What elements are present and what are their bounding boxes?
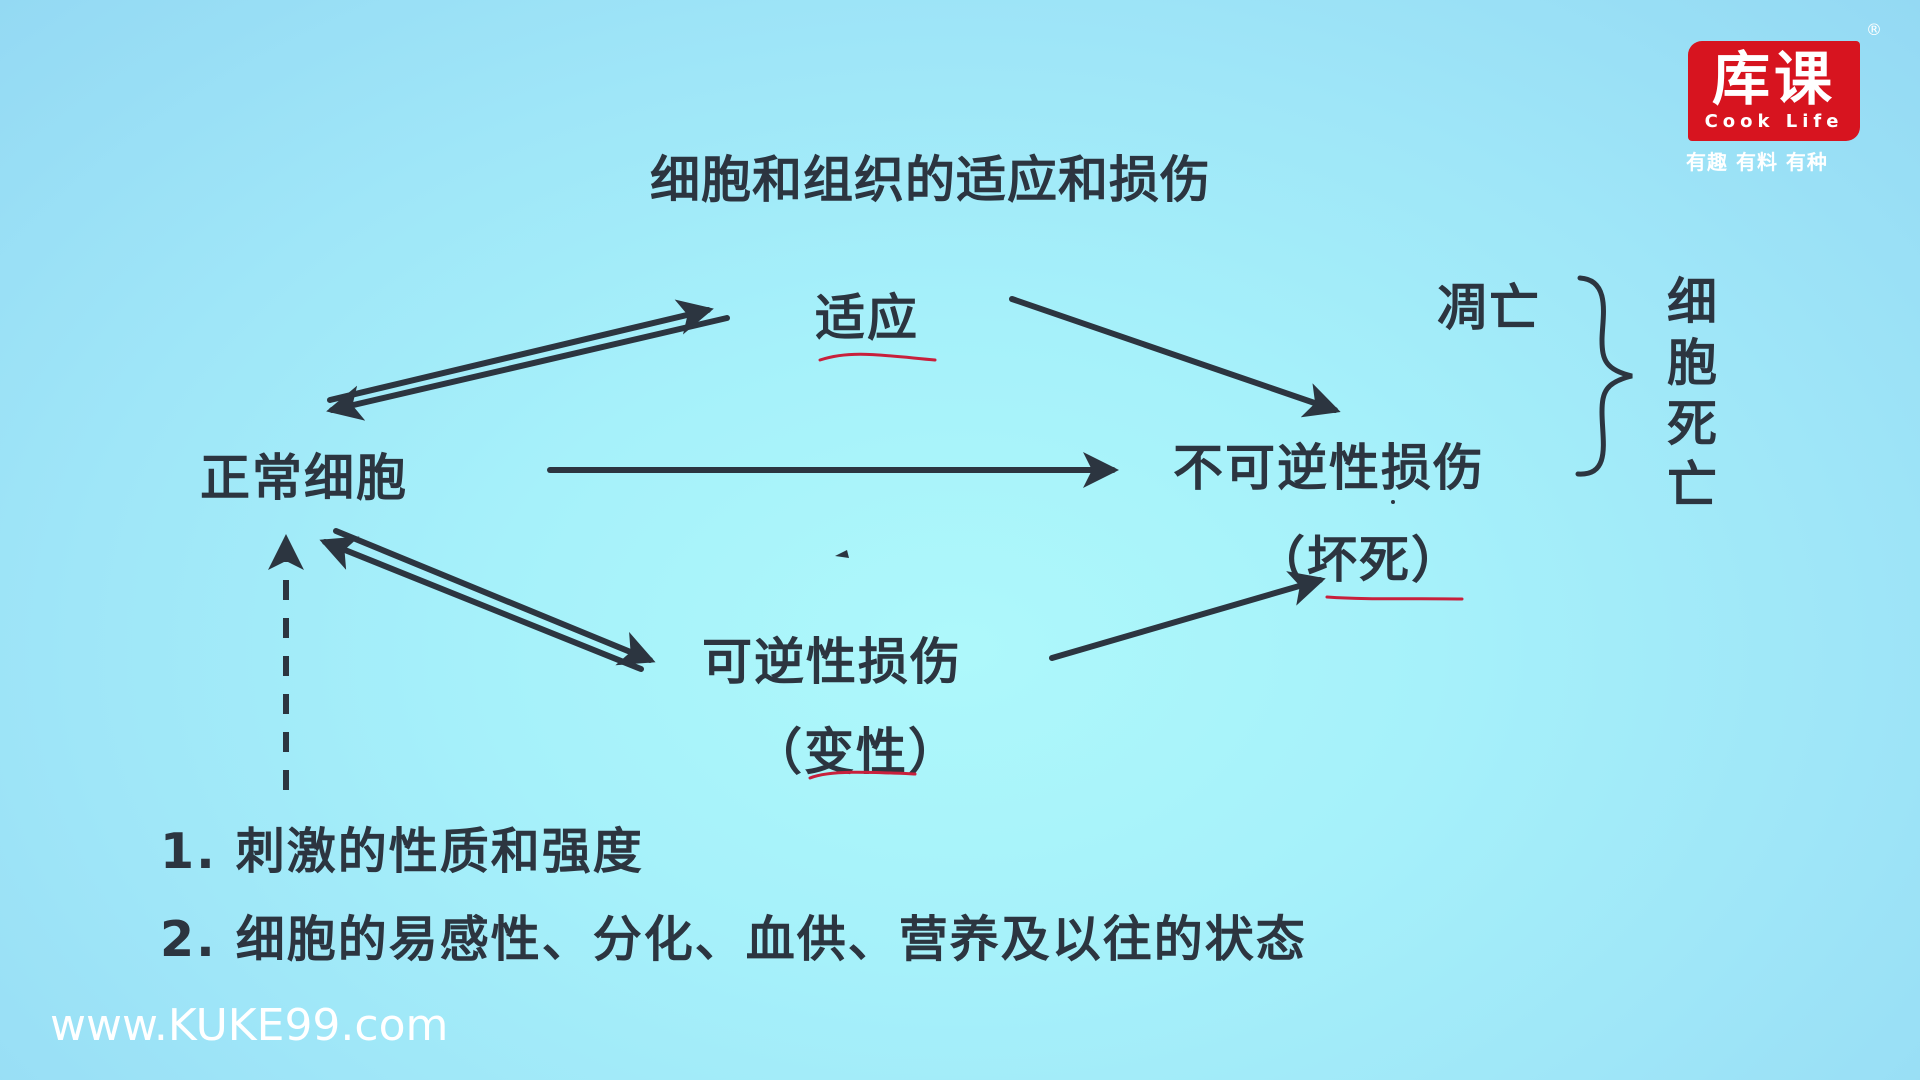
cell-death-char: 胞: [1667, 334, 1717, 392]
arrow-normal-to-reversible: [333, 528, 656, 666]
arrow-adaptation-to-normal: [326, 315, 730, 421]
brace-cell-death: [1575, 275, 1633, 477]
watermark-url: www.KUKE99.com: [50, 1000, 449, 1051]
node-irreversible-injury: 不可逆性损伤: [1173, 439, 1485, 497]
node-reversible-injury: 可逆性损伤: [702, 633, 962, 691]
factor-2: 2. 细胞的易感性、分化、血供、营养及以往的状态: [160, 911, 1307, 968]
node-normal-cell: 正常细胞: [200, 449, 408, 507]
factor-1: 1. 刺激的性质和强度: [160, 823, 644, 880]
arrow-reversible-to-normal: [319, 536, 644, 672]
registered-mark-icon: ®: [1866, 20, 1882, 39]
kuke-logo: 库课 Cook Life: [1688, 41, 1860, 141]
node-adaptation: 适应: [815, 289, 919, 347]
cell-death-label: 细 胞 死 亡: [1662, 272, 1722, 516]
stray-dot: [1391, 500, 1395, 504]
node-apoptosis: 凋亡: [1437, 279, 1541, 337]
logo-main-text: 库课: [1711, 45, 1836, 113]
logo-slogan: 有趣 有料 有种: [1686, 150, 1828, 174]
logo-sub-text: Cook Life: [1704, 111, 1844, 132]
arrow-adaptation-to-irreversible: [1009, 296, 1341, 418]
cell-death-char: 细: [1667, 273, 1717, 331]
arrow-normal-to-adaptation: [327, 299, 714, 403]
underline-necrosis: [1325, 595, 1464, 601]
underline-degeneration: [808, 770, 917, 780]
cell-death-char: 死: [1667, 395, 1717, 453]
cell-death-char: 亡: [1667, 456, 1717, 514]
stray-marker-icon: [835, 550, 849, 558]
underline-adaptation: [818, 352, 937, 362]
slide-title: 细胞和组织的适应和损伤: [650, 151, 1211, 209]
arrow-reversible-to-irreversible: [1049, 571, 1326, 661]
